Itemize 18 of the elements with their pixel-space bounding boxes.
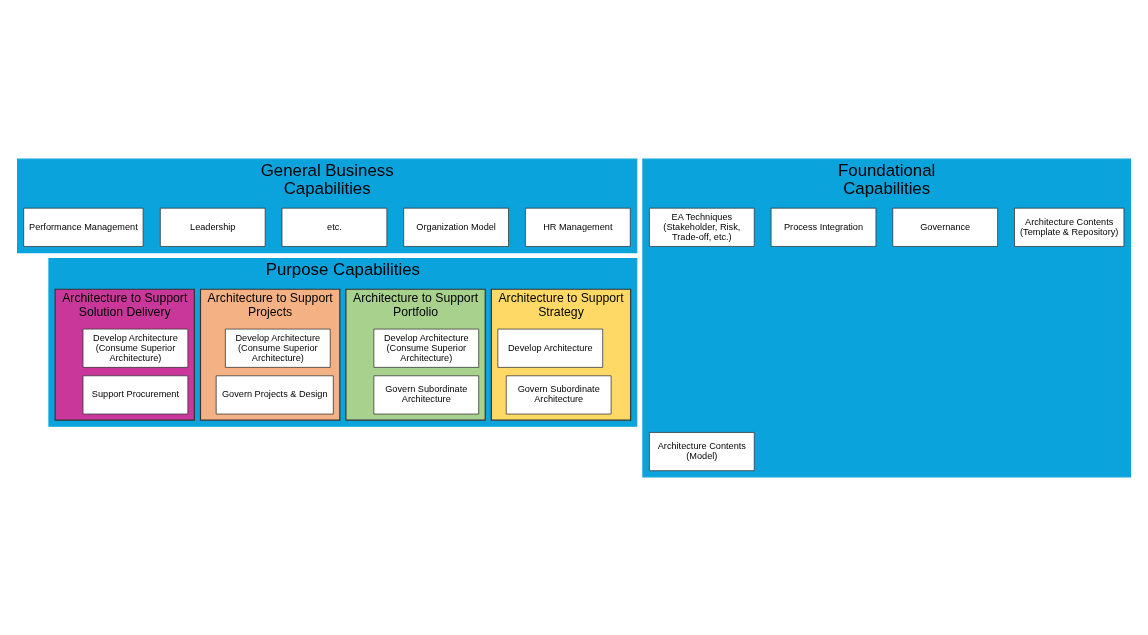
node-box: Develop Architecture (497, 328, 604, 368)
node-box: Process Integration (770, 207, 877, 247)
node-box: Leadership (159, 207, 266, 247)
node-box: Support Procurement (82, 374, 189, 414)
node-box: EA Techniques (Stakeholder, Risk, Trade-off, etc.) (649, 207, 755, 247)
node-box: Govern Subordinate Architecture (505, 374, 612, 414)
node-box: Governance (892, 207, 999, 247)
node-box: etc. (281, 207, 388, 247)
node-box: Develop Architecture (Consume Superior Architecture) (82, 328, 189, 368)
node-box: Develop Architecture (Consume Superior Architecture) (225, 328, 331, 368)
node-box: Organization Model (403, 207, 509, 247)
node-box: Govern Subordinate Architecture (373, 374, 480, 414)
node-box: Performance Management (23, 207, 144, 247)
node-box: Architecture Contents (Model) (649, 431, 755, 471)
node-box: Develop Architecture (Consume Superior Architecture) (373, 328, 480, 368)
node-box: HR Management (525, 207, 631, 247)
node-box: Govern Projects & Design (215, 374, 334, 414)
node-box: Architecture Contents (Template & Repository) (1014, 207, 1125, 247)
